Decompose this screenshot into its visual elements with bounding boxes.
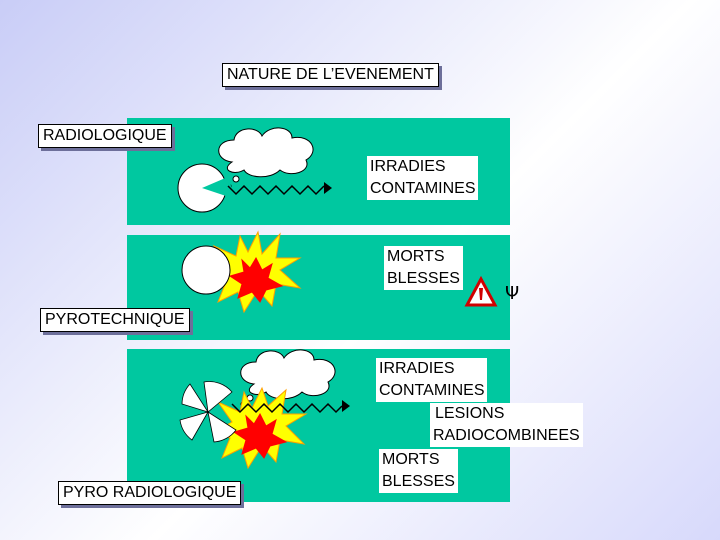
panel3-morts-box: MORTS BLESSES — [379, 449, 458, 493]
category-pyrotechnic: PYROTECHNIQUE — [40, 308, 190, 332]
label-contamines: CONTAMINES — [379, 382, 485, 399]
label-contamines: CONTAMINES — [370, 180, 476, 197]
psi-symbol: Ψ — [505, 283, 520, 304]
panel3-lesions-box: LESIONS RADIOCOMBINEES — [430, 403, 583, 447]
cloud-icon — [218, 127, 314, 189]
label-morts: MORTS — [382, 451, 440, 468]
page-title: NATURE DE L’EVENEMENT — [222, 63, 439, 87]
panel1-label-box: IRRADIES CONTAMINES — [367, 156, 479, 200]
label-blesses: BLESSES — [382, 473, 455, 490]
label-radiocombinees: RADIOCOMBINEES — [433, 427, 580, 444]
label-irradies: IRRADIES — [379, 360, 455, 377]
cloud-icon — [240, 349, 336, 407]
label-morts: MORTS — [387, 248, 445, 265]
radiation-wave-icon — [227, 182, 332, 196]
panel2-label-box: MORTS BLESSES — [384, 246, 463, 290]
explosion-icon — [208, 230, 302, 314]
category-radiological: RADIOLOGIQUE — [38, 124, 172, 148]
warning-triangle-icon — [464, 275, 498, 307]
radiation-wave-icon — [231, 400, 350, 414]
category-pyro-radiological: PYRO RADIOLOGIQUE — [58, 481, 242, 505]
source-disc-icon — [181, 245, 231, 295]
label-irradies: IRRADIES — [370, 158, 446, 175]
label-lesions: LESIONS — [435, 405, 505, 422]
source-disc-icon — [177, 163, 232, 213]
radiation-trefoil-icon — [179, 381, 237, 443]
panel3-irradies-box: IRRADIES CONTAMINES — [376, 358, 488, 402]
label-blesses: BLESSES — [387, 270, 460, 287]
